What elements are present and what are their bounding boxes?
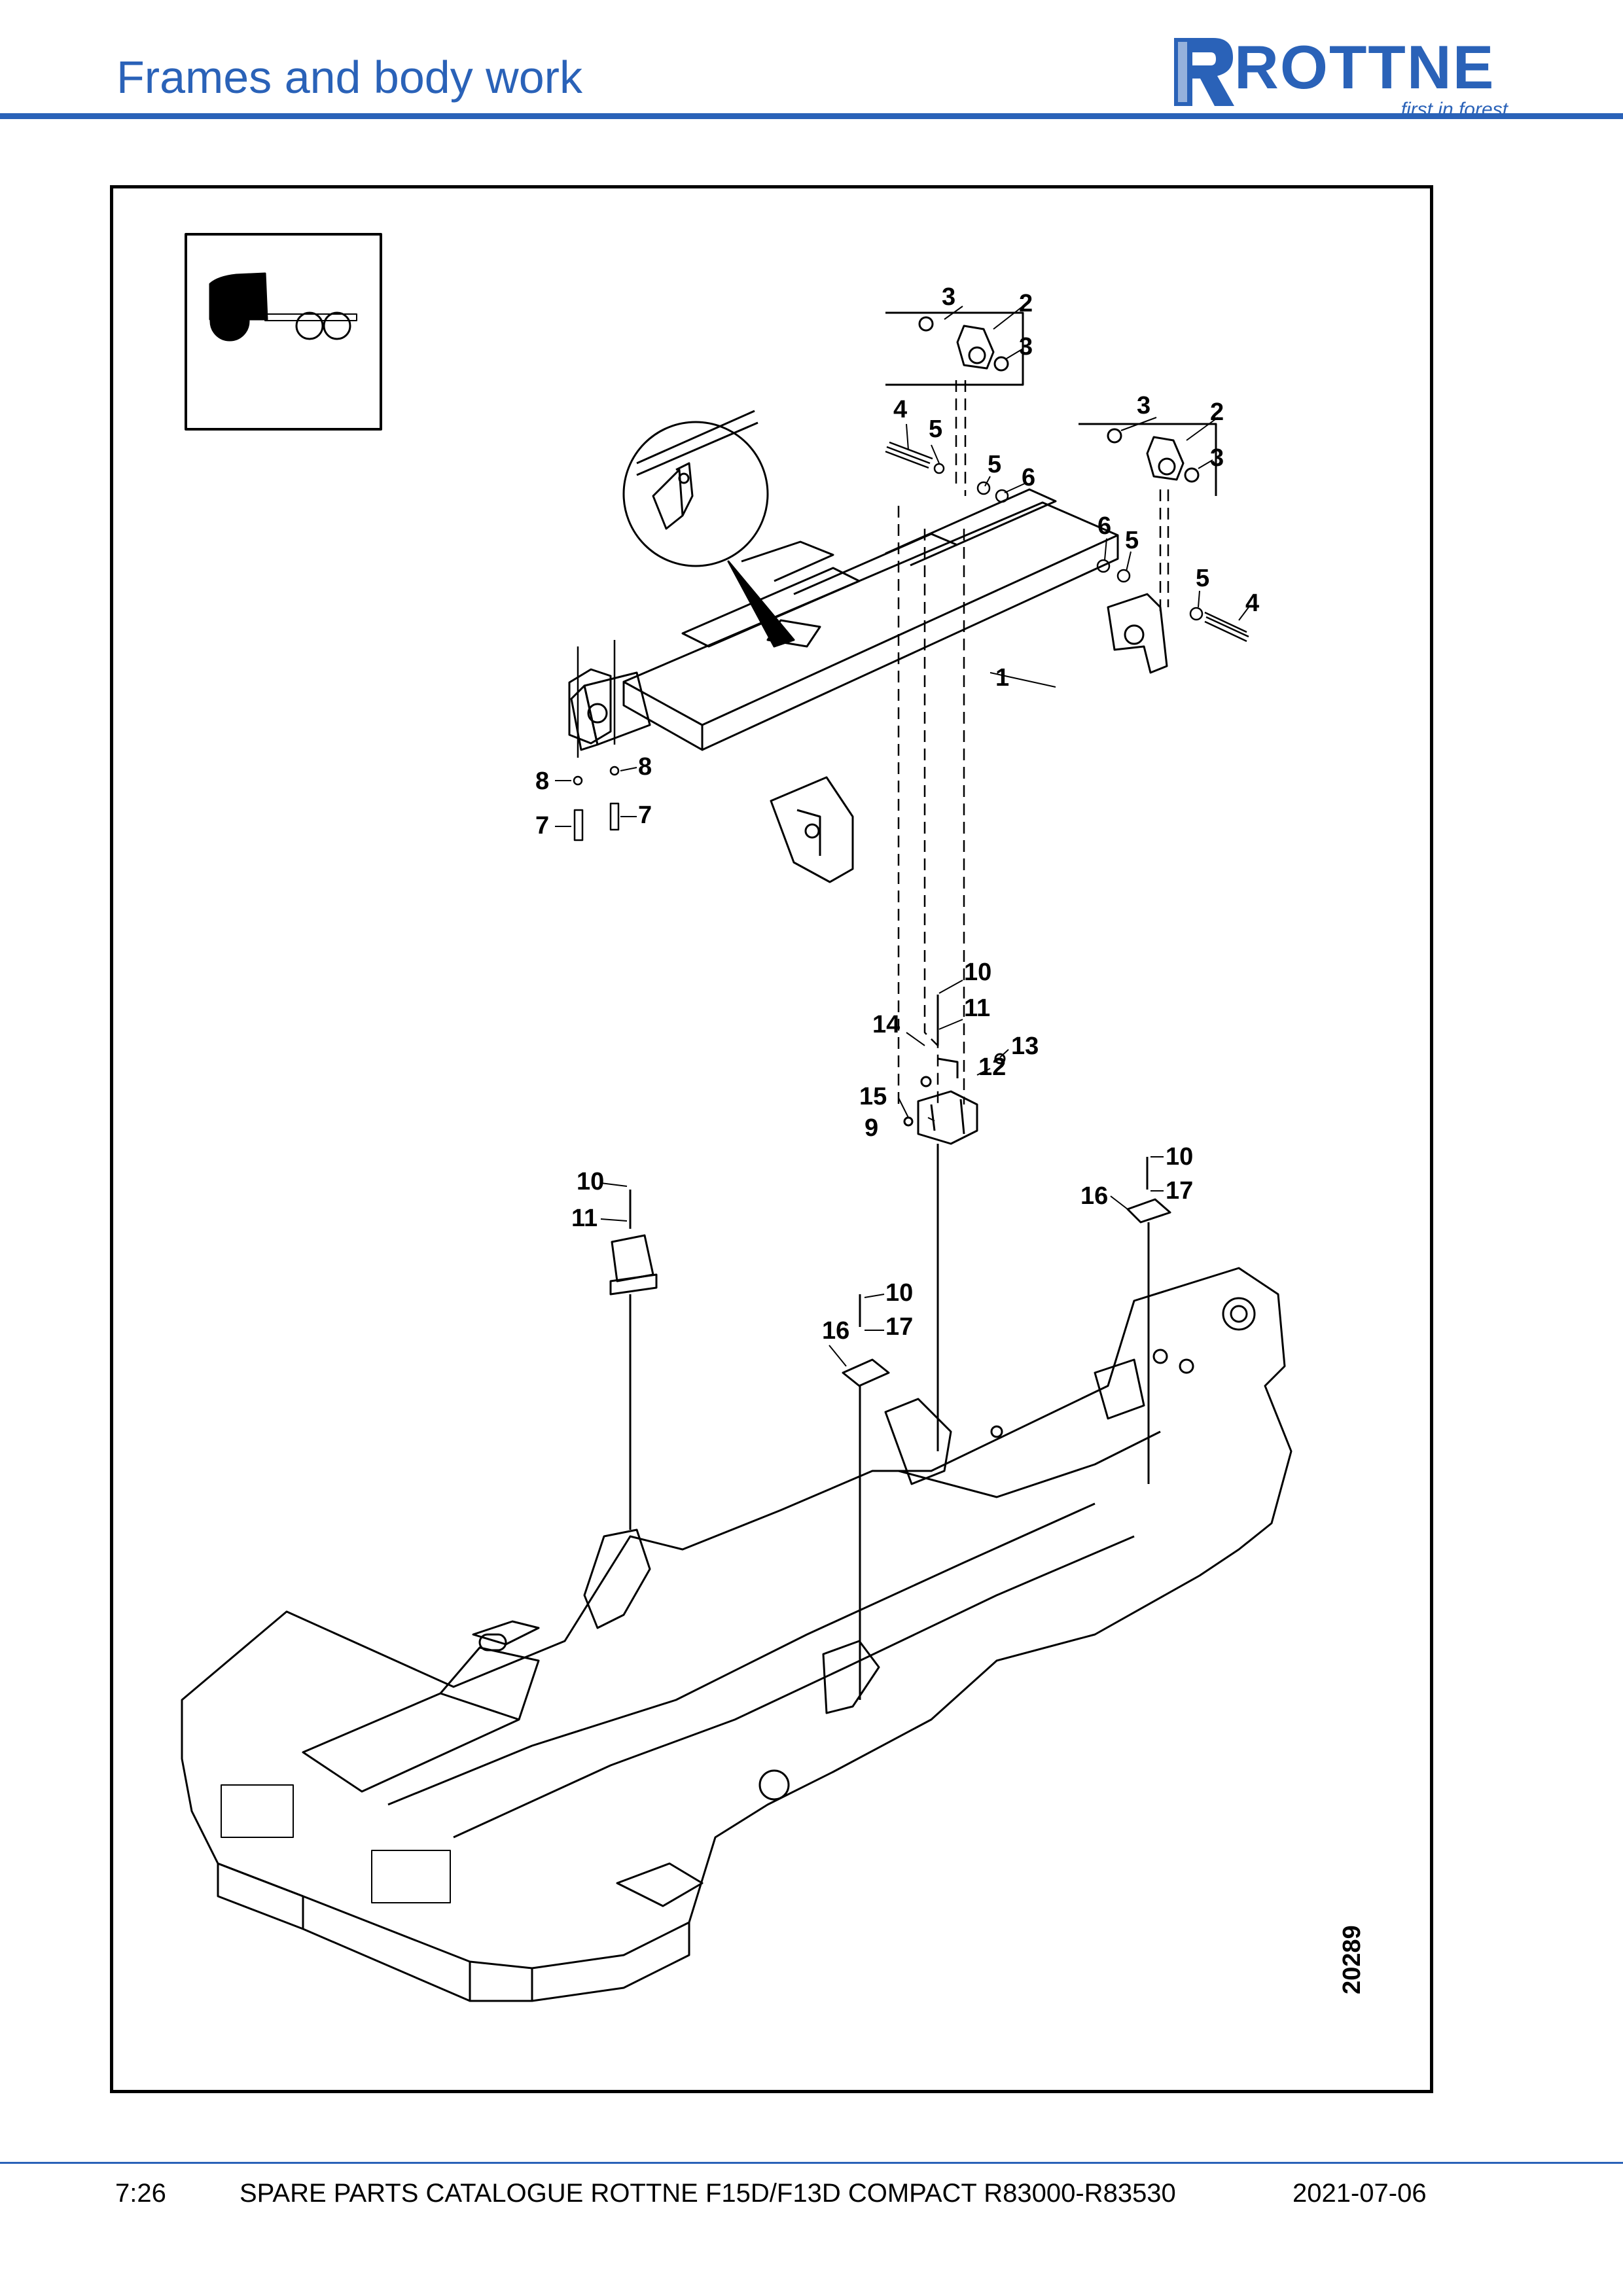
fastener-set-lower <box>573 640 620 841</box>
callout-3d: 3 <box>1210 444 1224 472</box>
callout-11b: 11 <box>571 1205 597 1232</box>
callout-10a: 10 <box>964 959 991 986</box>
callout-16a: 16 <box>1080 1182 1108 1210</box>
upper-mount-right <box>1079 423 1217 496</box>
callout-7a: 7 <box>535 812 549 839</box>
callout-3c: 3 <box>1137 392 1150 419</box>
footer-rule <box>0 2162 1623 2164</box>
callout-7b: 7 <box>638 802 652 829</box>
callout-11a: 11 <box>964 995 990 1022</box>
subframe-assembly <box>568 488 1168 883</box>
callout-3a: 3 <box>942 283 955 311</box>
callout-14: 14 <box>872 1011 900 1038</box>
callout-6a: 6 <box>1022 464 1035 491</box>
callout-5d: 5 <box>1196 565 1209 592</box>
callout-15: 15 <box>859 1083 887 1110</box>
callout-9: 9 <box>865 1114 878 1142</box>
center-mount-bracket <box>903 995 1006 1451</box>
callout-2a: 2 <box>1019 290 1033 317</box>
rottne-r-mark-icon <box>1174 38 1234 106</box>
callout-12: 12 <box>978 1053 1006 1081</box>
callout-1: 1 <box>995 664 1009 692</box>
callout-leaders <box>555 306 1249 1367</box>
callout-10c: 10 <box>577 1168 604 1195</box>
footer-page-number: 7:26 <box>115 2179 166 2208</box>
chassis-frame <box>181 1267 1293 2002</box>
rottne-logo: ROTTNE first in forest <box>1171 33 1512 120</box>
callout-8a: 8 <box>535 768 549 795</box>
fastener-set-upper <box>885 441 1249 643</box>
callout-4a: 4 <box>893 396 907 423</box>
header-rule <box>0 113 1623 119</box>
callout-5a: 5 <box>929 415 942 443</box>
callout-6b: 6 <box>1097 512 1111 540</box>
upper-mount-left <box>885 311 1024 386</box>
callout-8b: 8 <box>638 753 652 781</box>
center-cab-mount <box>842 1294 890 1700</box>
exploded-view-drawing: 3 2 3 3 2 3 4 5 5 6 6 5 5 4 1 8 8 7 7 10… <box>181 233 1366 2002</box>
callout-5c: 5 <box>1125 527 1139 554</box>
callout-labels: 3 2 3 3 2 3 4 5 5 6 6 5 5 4 1 8 8 7 7 10… <box>535 283 1366 1994</box>
machine-location-thumbnail <box>185 233 382 431</box>
drawing-number: 20289 <box>1338 1925 1366 1994</box>
drawing-frame: 3 2 3 3 2 3 4 5 5 6 6 5 5 4 1 8 8 7 7 10… <box>110 185 1433 2093</box>
assembly-guide-lines <box>897 380 1169 1104</box>
footer-catalogue-title: SPARE PARTS CATALOGUE ROTTNE F15D/F13D C… <box>240 2179 1176 2208</box>
detail-magnifier <box>622 410 795 648</box>
logo-word: ROTTNE <box>1234 33 1495 101</box>
right-cab-mount <box>1126 1157 1171 1484</box>
left-cab-mount <box>609 1190 658 1530</box>
callout-13: 13 <box>1011 1033 1039 1060</box>
callout-10b: 10 <box>1166 1143 1193 1171</box>
callout-17b: 17 <box>885 1313 913 1341</box>
callout-10d: 10 <box>885 1279 913 1307</box>
callout-16b: 16 <box>822 1317 849 1345</box>
callout-4b: 4 <box>1245 590 1259 617</box>
callout-17a: 17 <box>1166 1177 1193 1205</box>
callout-3b: 3 <box>1019 333 1033 361</box>
callout-5b: 5 <box>988 451 1001 478</box>
callout-2b: 2 <box>1210 398 1224 426</box>
footer-date: 2021-07-06 <box>1293 2179 1427 2208</box>
page-title: Frames and body work <box>116 52 582 103</box>
